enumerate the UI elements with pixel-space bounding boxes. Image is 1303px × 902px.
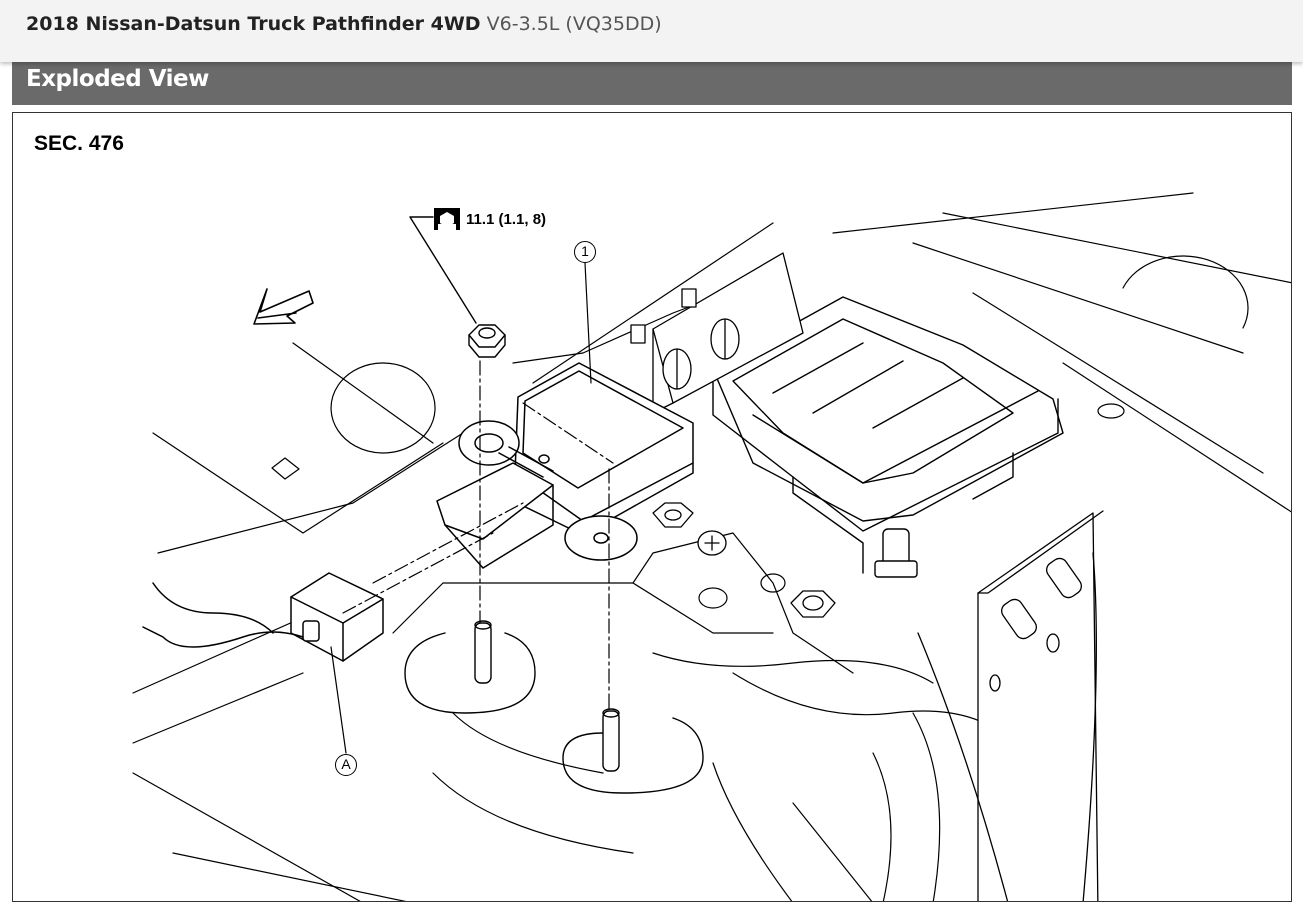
vehicle-header: 2018 Nissan-Datsun Truck Pathfinder 4WD … — [0, 0, 1303, 62]
alignment-lines — [342, 360, 614, 712]
sensor-unit — [436, 362, 694, 569]
floor-panel — [132, 192, 1291, 901]
mounting-bracket — [630, 252, 804, 414]
callout-a-leader — [330, 646, 347, 754]
bolt-center — [652, 502, 694, 528]
torque-leader-line — [409, 216, 477, 324]
vehicle-model: 2018 Nissan-Datsun Truck Pathfinder 4WD — [26, 13, 481, 35]
screw-cross — [697, 530, 727, 556]
exploded-view-figure: SEC. 476 — [12, 112, 1292, 902]
callout-1-leader — [584, 262, 592, 384]
section-header: Exploded View — [12, 62, 1292, 105]
callout-1: 1 — [574, 241, 596, 263]
bolt-lower — [790, 590, 836, 618]
clip-bracket — [917, 510, 1104, 901]
exploded-view-drawing — [132, 192, 1291, 901]
engine-spec: V6-3.5L (VQ35DD) — [486, 13, 662, 35]
vehicle-title: 2018 Nissan-Datsun Truck Pathfinder 4WD … — [26, 13, 662, 35]
section-title: Exploded View — [26, 66, 209, 92]
front-arrow-icon — [253, 288, 314, 325]
callout-a: A — [335, 754, 357, 776]
torque-wrench-icon — [434, 208, 460, 230]
stud-left — [404, 620, 536, 714]
control-module — [712, 296, 1064, 578]
harness-connector — [142, 572, 384, 662]
stud-right — [562, 708, 704, 794]
lower-panel — [392, 532, 1014, 901]
sec-label: SEC. 476 — [34, 132, 124, 155]
torque-spec: 11.1 (1.1, 8) — [466, 211, 547, 228]
nut-top — [468, 324, 506, 358]
